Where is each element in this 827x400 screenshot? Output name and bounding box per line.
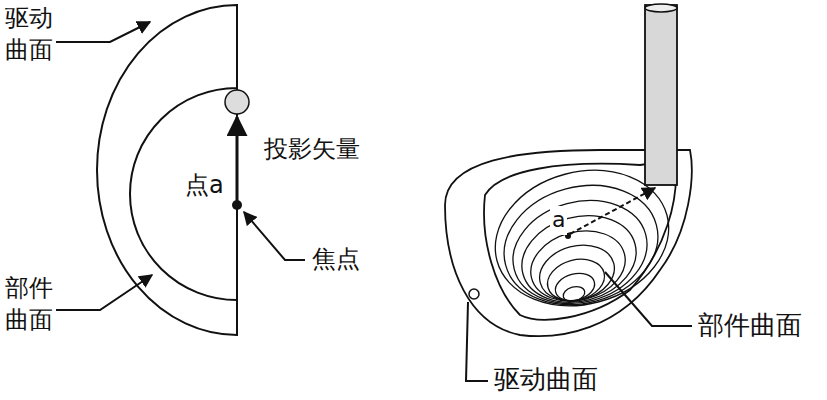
projection-vector	[236, 117, 239, 200]
projection-line	[570, 188, 655, 234]
point-label: 点a	[183, 170, 226, 201]
vector-label: 投影矢量	[262, 134, 362, 165]
point-label: a	[550, 206, 567, 235]
leader-line	[466, 302, 488, 381]
focus-label: 焦点	[310, 244, 362, 275]
surface-label: 部件曲面	[3, 272, 56, 337]
leader-line	[50, 275, 152, 310]
leader-line	[244, 212, 305, 260]
surface-label: 驱动曲面	[492, 363, 600, 397]
tool-ball	[225, 90, 249, 114]
tool-top	[645, 4, 677, 12]
leader-line	[50, 22, 150, 42]
tool-shank	[645, 5, 677, 185]
surface-label: 驱动曲面	[3, 2, 56, 67]
leader-end	[469, 289, 479, 299]
drive-surface-arc	[97, 5, 237, 335]
focus-point	[232, 200, 242, 210]
axis-line	[236, 88, 238, 300]
surface-label: 部件曲面	[696, 309, 804, 343]
leader-line	[605, 272, 692, 326]
